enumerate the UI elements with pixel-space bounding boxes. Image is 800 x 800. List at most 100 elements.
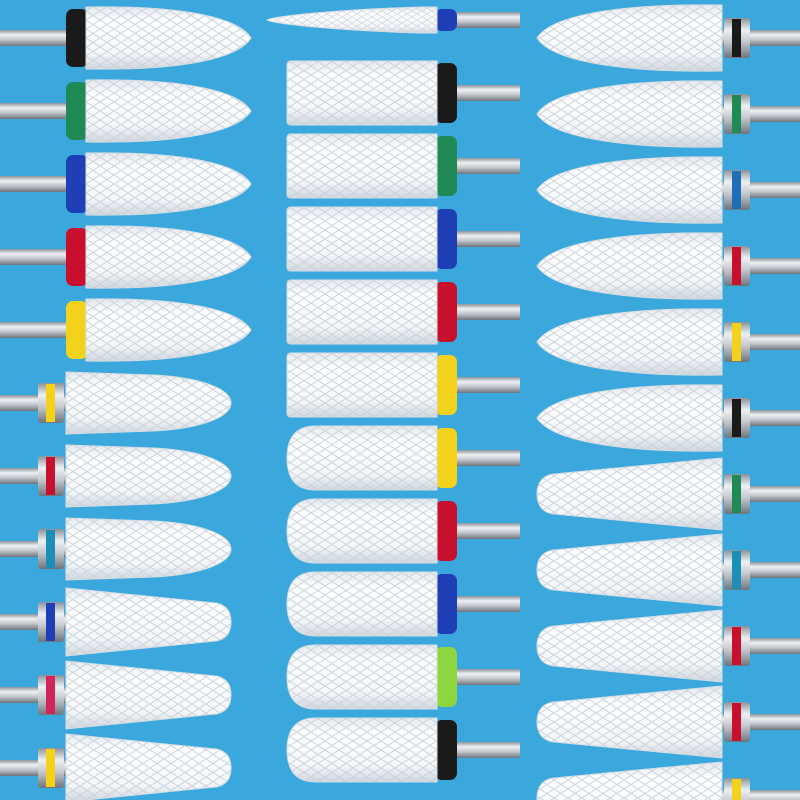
shank	[710, 638, 800, 654]
middle-bit-11	[286, 717, 520, 783]
right-bit-1	[536, 4, 800, 72]
ceramic-head	[536, 457, 723, 531]
ceramic-head	[536, 308, 723, 376]
middle-bit-1	[265, 6, 520, 34]
shank	[445, 158, 520, 174]
ceramic-head	[65, 587, 232, 657]
color-ring	[46, 457, 55, 495]
color-collar	[435, 428, 457, 488]
shank	[710, 30, 800, 46]
shank	[0, 322, 78, 338]
ceramic-head	[536, 761, 723, 800]
left-bit-1	[0, 6, 252, 70]
color-ring	[732, 475, 741, 513]
left-bit-4	[0, 225, 252, 289]
shank	[445, 12, 520, 28]
ceramic-head	[286, 352, 438, 418]
ceramic-head	[286, 206, 438, 272]
middle-bit-3	[286, 133, 520, 199]
color-collar	[66, 155, 88, 213]
color-ring	[732, 323, 741, 361]
left-bit-6	[0, 371, 232, 435]
color-ring	[46, 384, 55, 422]
ceramic-head	[65, 660, 232, 730]
ceramic-head	[85, 79, 252, 143]
ceramic-head	[536, 533, 723, 607]
color-collar	[435, 355, 457, 415]
middle-bit-5	[286, 279, 520, 345]
ceramic-head	[536, 80, 723, 148]
ceramic-head	[286, 498, 438, 564]
middle-bit-2	[286, 60, 520, 126]
color-ring	[46, 676, 55, 714]
right-bit-5	[536, 308, 800, 376]
color-collar	[435, 136, 457, 196]
color-ring	[732, 551, 741, 589]
right-bit-10	[536, 685, 800, 759]
color-ring	[46, 749, 55, 787]
shank	[710, 486, 800, 502]
ceramic-head	[85, 225, 252, 289]
shank	[445, 523, 520, 539]
color-collar	[66, 9, 88, 67]
ceramic-head	[65, 517, 232, 581]
ceramic-head	[536, 232, 723, 300]
shank	[710, 258, 800, 274]
left-bit-2	[0, 79, 252, 143]
ceramic-head	[536, 384, 723, 452]
shank	[710, 334, 800, 350]
left-bit-9	[0, 587, 232, 657]
color-ring	[732, 95, 741, 133]
shank	[445, 231, 520, 247]
ceramic-head	[286, 717, 438, 783]
right-bit-7	[536, 457, 800, 531]
ceramic-head	[286, 425, 438, 491]
ceramic-head	[85, 6, 252, 70]
color-ring	[46, 603, 55, 641]
ceramic-head	[286, 60, 438, 126]
middle-bit-6	[286, 352, 520, 418]
ceramic-head	[286, 133, 438, 199]
color-collar	[435, 720, 457, 780]
right-bit-11	[536, 761, 800, 800]
shank	[445, 596, 520, 612]
color-ring	[732, 399, 741, 437]
ceramic-head	[286, 279, 438, 345]
color-ring	[732, 703, 741, 741]
shank	[445, 742, 520, 758]
shank	[0, 103, 78, 119]
left-bit-3	[0, 152, 252, 216]
shank	[445, 85, 520, 101]
color-collar	[66, 82, 88, 140]
middle-bit-8	[286, 498, 520, 564]
ceramic-head	[536, 609, 723, 683]
shank	[710, 182, 800, 198]
ceramic-head	[65, 733, 232, 800]
ceramic-head	[265, 6, 438, 34]
right-bit-3	[536, 156, 800, 224]
color-collar	[66, 301, 88, 359]
left-bit-7	[0, 444, 232, 508]
right-bit-6	[536, 384, 800, 452]
shank	[710, 562, 800, 578]
shank	[710, 106, 800, 122]
right-bit-9	[536, 609, 800, 683]
color-ring	[732, 171, 741, 209]
shank	[445, 450, 520, 466]
color-collar	[435, 574, 457, 634]
middle-bit-10	[286, 644, 520, 710]
middle-bit-7	[286, 425, 520, 491]
middle-bit-4	[286, 206, 520, 272]
color-collar	[435, 282, 457, 342]
left-bit-8	[0, 517, 232, 581]
shank	[0, 176, 78, 192]
shank	[445, 377, 520, 393]
middle-bit-9	[286, 571, 520, 637]
shank	[710, 410, 800, 426]
color-collar	[435, 9, 457, 31]
ceramic-head	[536, 4, 723, 72]
color-collar	[435, 647, 457, 707]
right-bit-4	[536, 232, 800, 300]
shank	[445, 304, 520, 320]
